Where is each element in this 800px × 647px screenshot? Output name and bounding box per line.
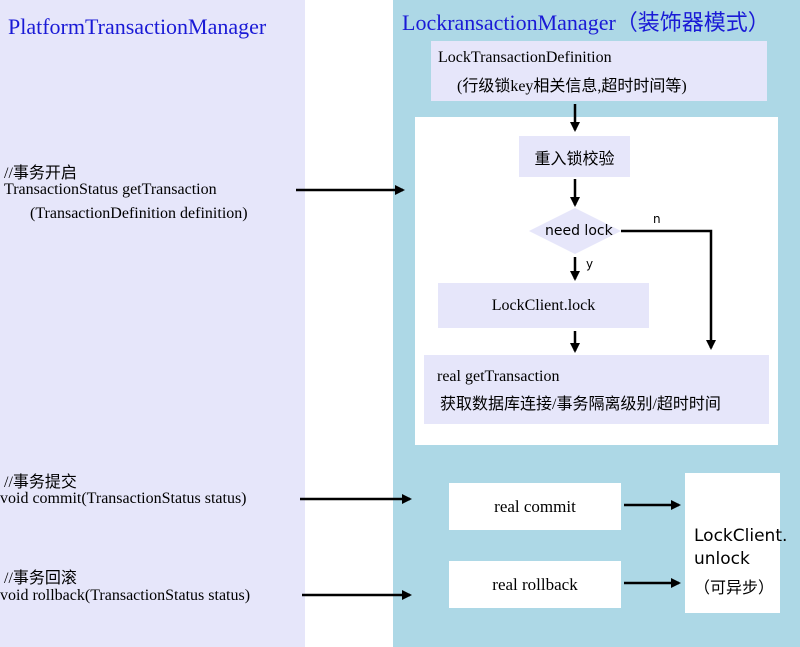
- platform-panel: [0, 0, 305, 647]
- no-branch-label: n: [653, 212, 661, 226]
- platform-title: PlatformTransactionManager: [8, 14, 267, 39]
- commit-signature: void commit(TransactionStatus status): [0, 490, 247, 507]
- rollback-signature: void rollback(TransactionStatus status): [0, 587, 251, 604]
- lock-client-lock-box: LockClient.lock: [438, 283, 649, 328]
- real-rollback-box: real rollback: [449, 561, 621, 608]
- real-get-transaction-label: real getTransaction: [437, 368, 560, 385]
- lock-manager-title: LockransactionManager（装饰器模式）: [402, 10, 770, 35]
- get-signature-line2: (TransactionDefinition definition): [30, 205, 248, 222]
- unlock-box: [685, 473, 780, 613]
- reentry-check-box: 重入锁校验: [519, 136, 630, 177]
- real-commit-box: real commit: [449, 483, 621, 530]
- lock-definition-title: LockTransactionDefinition: [438, 49, 612, 66]
- commit-comment: //事务提交: [4, 474, 77, 491]
- unlock-label-line2: unlock: [694, 549, 750, 569]
- arrow-no-to-real-get: [621, 229, 716, 350]
- need-lock-label: need lock: [545, 223, 613, 239]
- real-get-transaction-detail: 获取数据库连接/事务隔离级别/超时时间: [440, 396, 721, 413]
- lock-definition-detail: (行级锁key相关信息,超时时间等): [457, 78, 687, 95]
- yes-branch-label: y: [586, 257, 594, 271]
- unlock-async-note: （可异步）: [694, 580, 775, 597]
- unlock-label-line1: LockClient.: [694, 526, 788, 546]
- rollback-comment: //事务回滚: [4, 570, 77, 587]
- lock-definition-box: [431, 41, 767, 101]
- real-get-transaction-box: [424, 355, 769, 424]
- get-signature-line1: TransactionStatus getTransaction: [4, 181, 217, 198]
- need-lock-diamond: [529, 208, 621, 254]
- get-comment: //事务开启: [4, 165, 77, 182]
